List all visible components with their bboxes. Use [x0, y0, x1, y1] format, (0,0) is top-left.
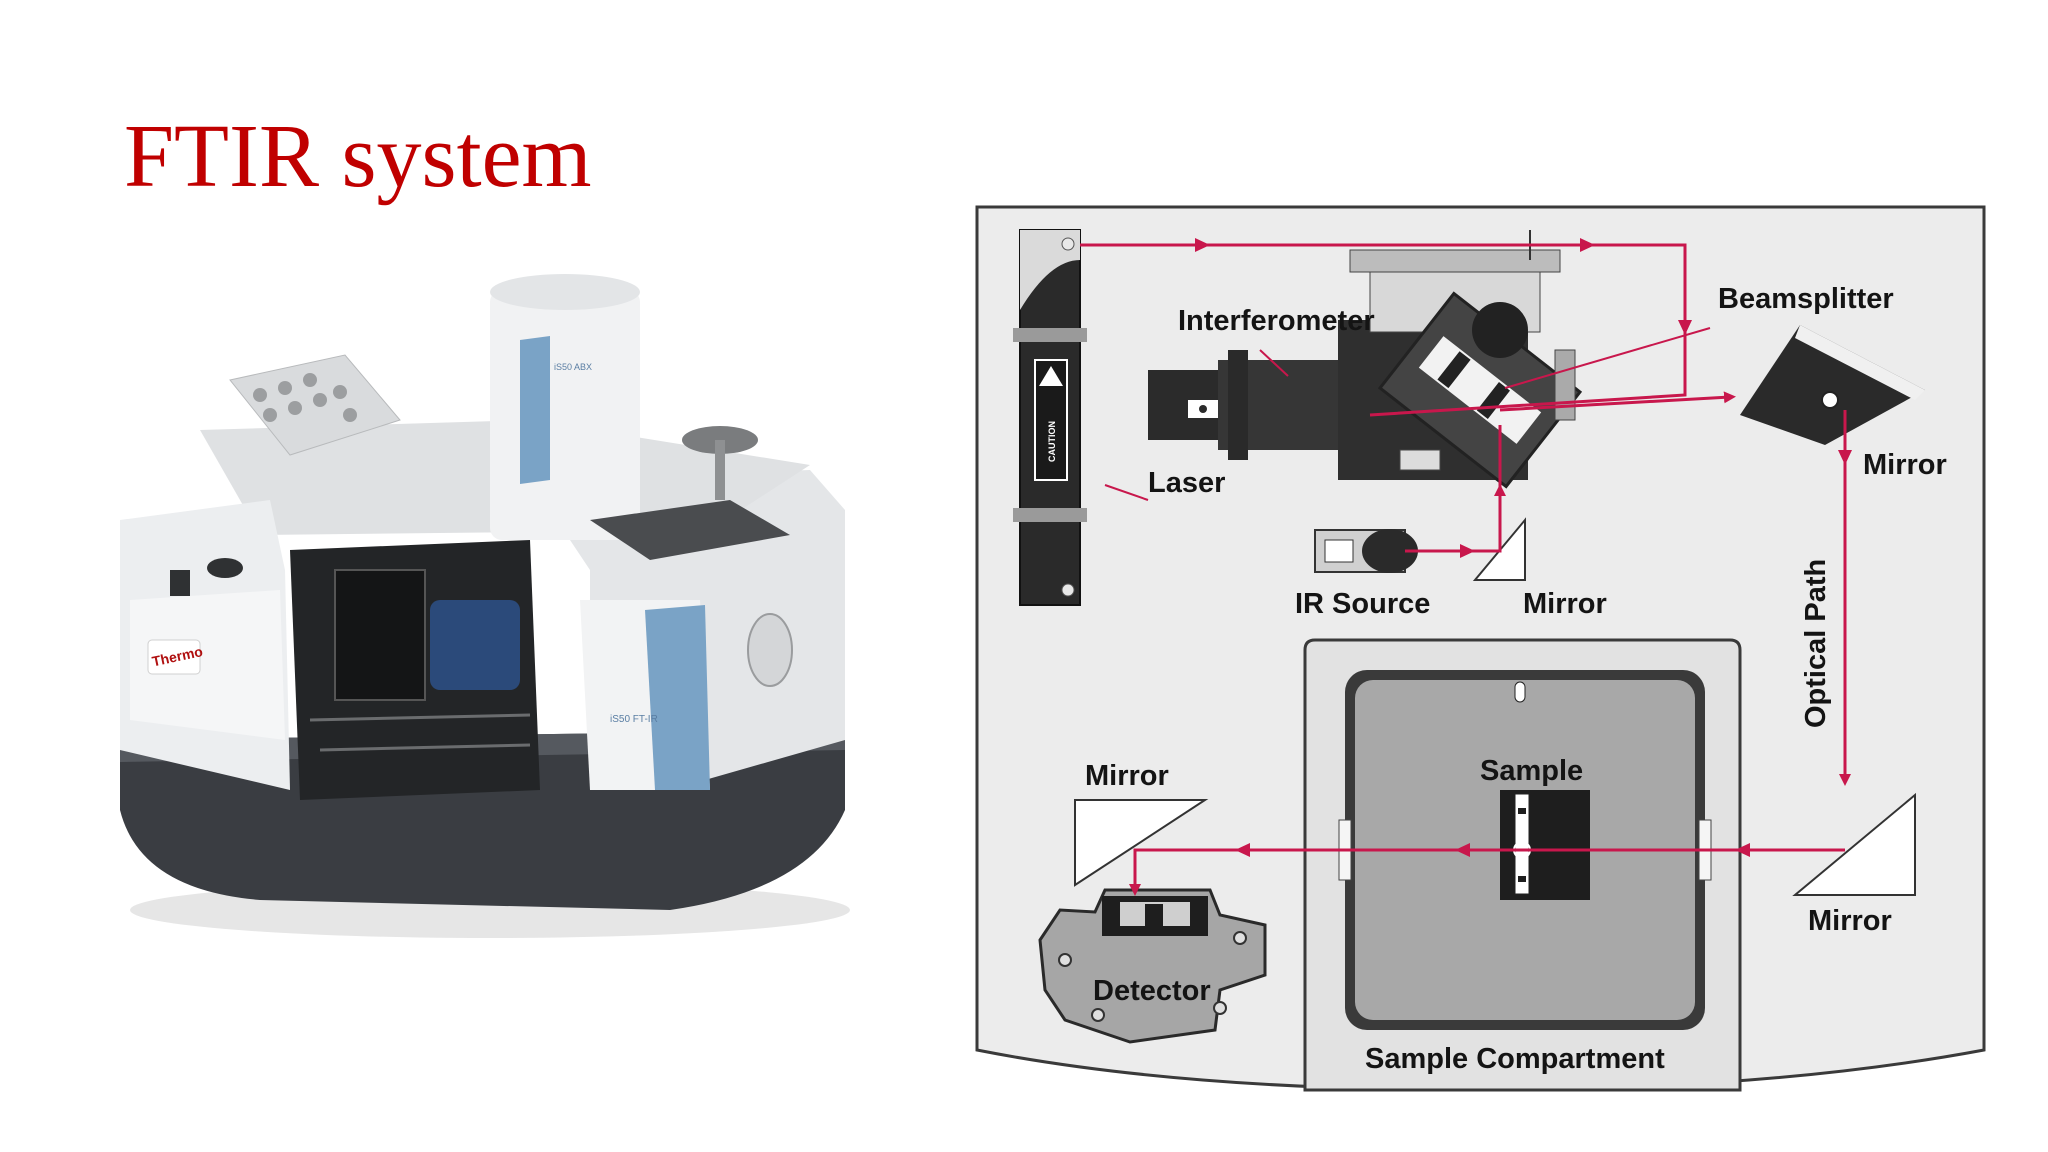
instrument-body-left-front — [130, 590, 285, 740]
compartment-lens — [430, 600, 520, 690]
label-mirror-left: Mirror — [1085, 760, 1169, 792]
beam-arrowheads — [1195, 238, 1852, 857]
label-mirror-bottom-right: Mirror — [1808, 905, 1892, 937]
label-ir-source: IR Source — [1295, 588, 1430, 620]
beam-ir-source — [1405, 484, 1506, 553]
compartment-module — [334, 569, 426, 701]
tower-badge: iS50 ABX — [554, 362, 592, 372]
interferometer-pointer-line — [1259, 349, 1289, 377]
mirror-top-right — [1740, 325, 1925, 445]
connector-array — [253, 373, 357, 422]
model-badge-right: iS50 FT-IR — [610, 714, 658, 725]
sample-stage-plate — [590, 500, 790, 560]
caution-sticker-text: CAUTION — [1047, 421, 1057, 462]
label-mirror-ir: Mirror — [1523, 588, 1607, 620]
instrument-blue-panel — [645, 605, 710, 790]
label-beamsplitter: Beamsplitter — [1718, 283, 1894, 315]
label-interferometer: Interferometer — [1178, 305, 1375, 337]
stage-knob-post — [715, 440, 725, 500]
beam-through-sample — [1129, 848, 1845, 896]
left-switch — [170, 570, 190, 596]
label-mirror-top-right: Mirror — [1863, 449, 1947, 481]
label-sample: Sample — [1480, 755, 1583, 787]
beamsplitter-element — [1377, 291, 1583, 489]
label-sample-compartment: Sample Compartment — [1365, 1043, 1665, 1075]
laser-hazard-icon — [1039, 366, 1063, 386]
beamsplitter-pointer-line — [1504, 327, 1711, 389]
ir-source — [1314, 529, 1418, 573]
instrument-tower — [490, 290, 640, 540]
tower-blue-stripe — [520, 336, 550, 484]
thermo-logo-plate — [147, 639, 201, 675]
label-laser: Laser — [1148, 467, 1225, 499]
label-optical-path: Optical Path — [1800, 559, 1832, 728]
laser-pointer-line — [1104, 484, 1149, 501]
side-knob — [747, 613, 793, 687]
detector — [1038, 888, 1267, 1044]
slide-title: FTIR system — [124, 107, 592, 206]
mirror-left — [1074, 799, 1209, 887]
ftir-instrument-photo: iS50 FT-IR Thermo iS50 ABX — [120, 274, 850, 938]
compartment-rails — [309, 713, 531, 752]
connector-panel — [229, 354, 401, 456]
laser: CAUTION — [1013, 229, 1087, 606]
mirror-bottom-right — [1792, 792, 1916, 896]
tower-top — [490, 274, 640, 310]
interferometer — [1148, 230, 1583, 489]
beam-interferometer-to-mirror — [1499, 391, 1736, 412]
left-dial — [207, 558, 243, 578]
label-detector: Detector — [1093, 975, 1211, 1007]
sample-holder — [1500, 790, 1590, 900]
ftir-optical-diagram: CAUTION — [975, 205, 1986, 1092]
